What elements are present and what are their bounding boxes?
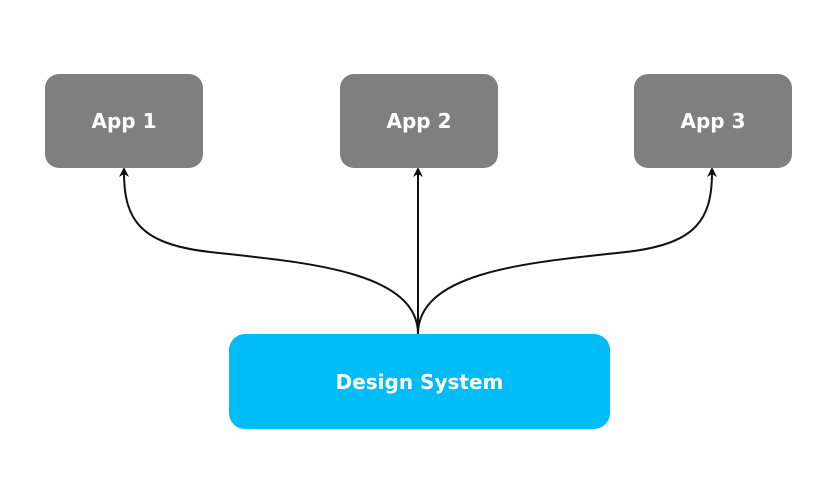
app-3-label: App 3 <box>680 109 746 133</box>
design-system-label: Design System <box>335 369 504 394</box>
app-1-label: App 1 <box>91 109 157 133</box>
app-1-node[interactable]: App 1 <box>45 74 203 168</box>
edge-design-system-to-app3 <box>417 167 717 335</box>
app-2-label: App 2 <box>386 109 452 133</box>
app-3-node[interactable]: App 3 <box>634 74 792 168</box>
edge-design-system-to-app1 <box>119 167 419 335</box>
design-system-node[interactable]: Design System <box>229 334 610 429</box>
app-2-node[interactable]: App 2 <box>340 74 498 168</box>
